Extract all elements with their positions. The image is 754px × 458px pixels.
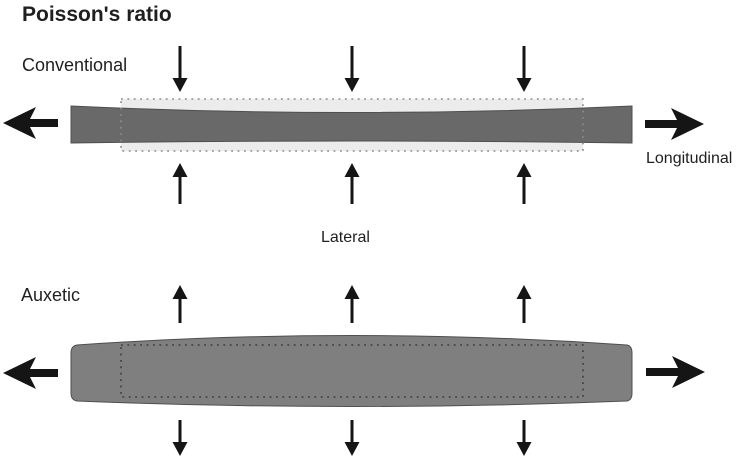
lateral-arrow-down-icon bbox=[344, 420, 360, 456]
auxetic-bar bbox=[70, 335, 633, 407]
auxetic-original-shape-outline bbox=[120, 344, 584, 398]
longitudinal-arrow-right-icon bbox=[645, 108, 704, 140]
longitudinal-arrow-right-icon bbox=[646, 356, 705, 388]
conventional-lateral-top-arrows bbox=[172, 46, 532, 92]
lateral-label: Lateral bbox=[321, 229, 370, 246]
lateral-arrow-up-icon bbox=[172, 285, 188, 323]
lateral-arrow-down-icon bbox=[172, 46, 188, 92]
conventional-lateral-bottom-arrows bbox=[172, 163, 532, 204]
lateral-arrow-up-icon bbox=[516, 285, 532, 323]
auxetic-label: Auxetic bbox=[21, 285, 81, 305]
auxetic-section bbox=[3, 285, 705, 456]
longitudinal-arrow-left-icon bbox=[3, 107, 58, 139]
conventional-bar bbox=[70, 105, 633, 144]
conventional-original-shape-outline bbox=[120, 98, 584, 152]
lateral-arrow-up-icon bbox=[516, 163, 532, 204]
page-title: Poisson's ratio bbox=[22, 3, 172, 26]
auxetic-lateral-top-arrows bbox=[172, 285, 532, 323]
lateral-arrow-up-icon bbox=[344, 285, 360, 323]
conventional-section bbox=[3, 46, 704, 204]
longitudinal-label: Longitudinal bbox=[646, 150, 733, 167]
lateral-arrow-up-icon bbox=[344, 163, 360, 204]
lateral-arrow-down-icon bbox=[516, 420, 532, 456]
longitudinal-arrow-left-icon bbox=[3, 357, 58, 389]
lateral-arrow-down-icon bbox=[516, 46, 532, 92]
auxetic-lateral-bottom-arrows bbox=[172, 420, 532, 456]
lateral-arrow-down-icon bbox=[344, 46, 360, 92]
conventional-label: Conventional bbox=[22, 55, 128, 75]
lateral-arrow-down-icon bbox=[172, 420, 188, 456]
lateral-arrow-up-icon bbox=[172, 163, 188, 204]
